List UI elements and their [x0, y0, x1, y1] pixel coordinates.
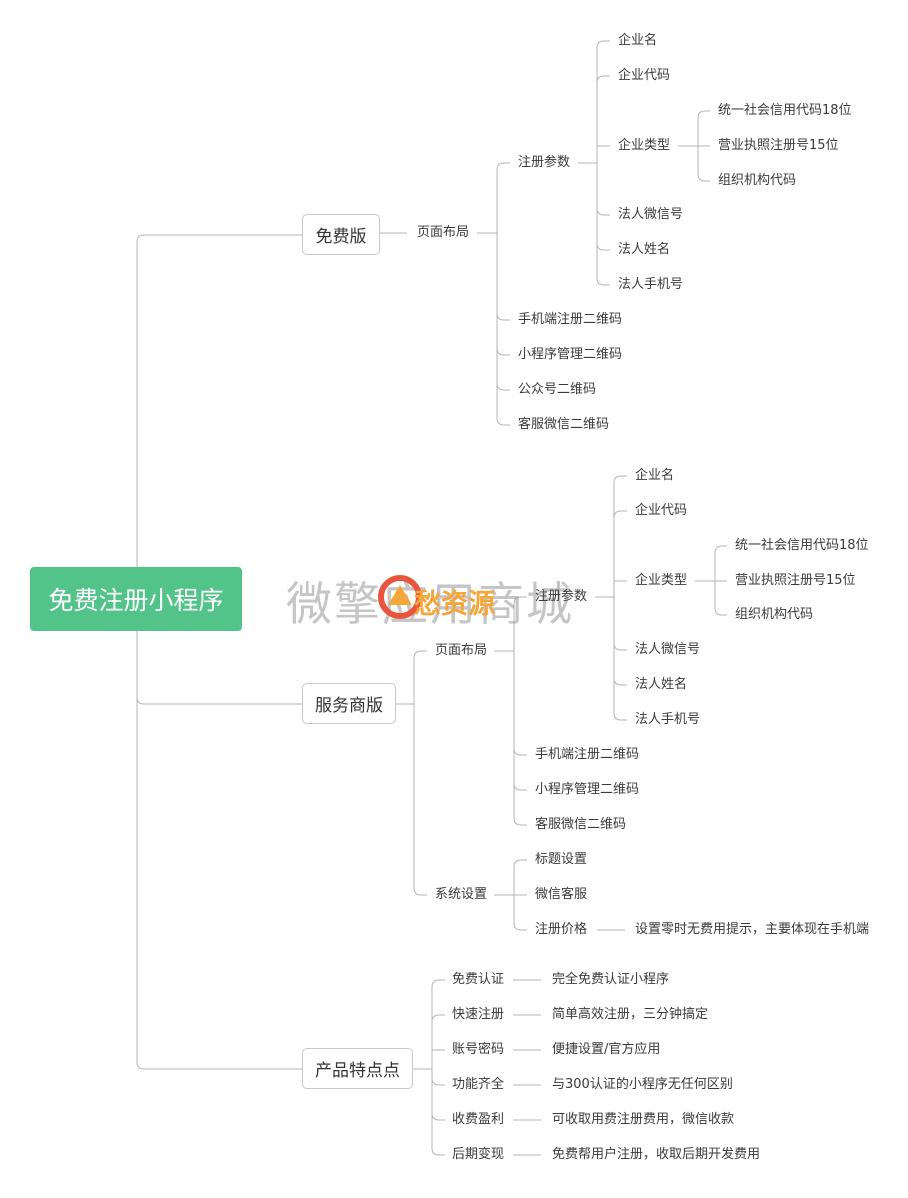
free-legal-phone[interactable]: 法人手机号 [618, 277, 684, 292]
provider-company-type[interactable]: 企业类型 [635, 573, 688, 588]
provider-type-license-no[interactable]: 营业执照注册号15位 [735, 573, 856, 588]
provider-legal-wechat[interactable]: 法人微信号 [635, 642, 701, 657]
feature-desc[interactable]: 简单高效注册，三分钟搞定 [552, 1007, 709, 1022]
free-type-credit-code[interactable]: 统一社会信用代码18位 [718, 103, 852, 118]
feature-name[interactable]: 收费盈利 [452, 1112, 505, 1127]
free-mp-qr[interactable]: 小程序管理二维码 [518, 347, 623, 362]
provider-legal-name[interactable]: 法人姓名 [635, 677, 688, 692]
free-oa-qr[interactable]: 公众号二维码 [518, 382, 597, 397]
feature-desc[interactable]: 便捷设置/官方应用 [552, 1042, 661, 1057]
free-page-layout[interactable]: 页面布局 [417, 225, 470, 240]
feature-name[interactable]: 账号密码 [452, 1042, 505, 1057]
logo-icon [378, 575, 422, 619]
node-provider-version[interactable]: 服务商版 [302, 683, 396, 724]
free-company-type[interactable]: 企业类型 [618, 138, 671, 153]
feature-name[interactable]: 快速注册 [452, 1007, 505, 1022]
free-type-org-code[interactable]: 组织机构代码 [718, 173, 797, 188]
feature-name[interactable]: 免费认证 [452, 972, 505, 987]
node-free-version[interactable]: 免费版 [302, 214, 380, 255]
feature-desc[interactable]: 完全免费认证小程序 [552, 972, 670, 987]
feature-desc[interactable]: 与300认证的小程序无任何区别 [552, 1077, 733, 1092]
free-reg-params[interactable]: 注册参数 [518, 155, 571, 170]
provider-mp-qr[interactable]: 小程序管理二维码 [535, 782, 640, 797]
feature-name[interactable]: 功能齐全 [452, 1077, 505, 1092]
provider-type-credit-code[interactable]: 统一社会信用代码18位 [735, 538, 869, 553]
provider-cs-qr[interactable]: 客服微信二维码 [535, 817, 627, 832]
feature-desc[interactable]: 可收取用费注册费用，微信收款 [552, 1112, 735, 1127]
node-features[interactable]: 产品特点点 [302, 1048, 413, 1089]
free-cs-qr[interactable]: 客服微信二维码 [518, 417, 610, 432]
provider-reg-price[interactable]: 注册价格 [535, 922, 588, 937]
provider-type-org-code[interactable]: 组织机构代码 [735, 607, 814, 622]
provider-reg-price-note[interactable]: 设置零时无费用提示，主要体现在手机端 [635, 922, 870, 937]
free-type-license-no[interactable]: 营业执照注册号15位 [718, 138, 839, 153]
provider-legal-phone[interactable]: 法人手机号 [635, 712, 701, 727]
free-legal-name[interactable]: 法人姓名 [618, 242, 671, 257]
watermark-text: 微擎应用商城 [286, 577, 574, 631]
provider-wechat-cs[interactable]: 微信客服 [535, 887, 588, 902]
provider-mobile-qr[interactable]: 手机端注册二维码 [535, 747, 640, 762]
watermark-logo-text: 愁资源 [414, 589, 495, 620]
provider-reg-params[interactable]: 注册参数 [535, 589, 588, 604]
free-company-code[interactable]: 企业代码 [618, 68, 671, 83]
root-node[interactable]: 免费注册小程序 [30, 567, 242, 631]
free-legal-wechat[interactable]: 法人微信号 [618, 207, 684, 222]
feature-desc[interactable]: 免费帮用户注册，收取后期开发费用 [552, 1147, 761, 1162]
provider-company-code[interactable]: 企业代码 [635, 503, 688, 518]
provider-title-setting[interactable]: 标题设置 [535, 852, 588, 867]
free-mobile-qr[interactable]: 手机端注册二维码 [518, 312, 623, 327]
feature-name[interactable]: 后期变现 [452, 1147, 505, 1162]
free-company-name[interactable]: 企业名 [618, 33, 658, 48]
provider-page-layout[interactable]: 页面布局 [435, 643, 488, 658]
provider-system-settings[interactable]: 系统设置 [435, 887, 488, 902]
provider-company-name[interactable]: 企业名 [635, 468, 675, 483]
